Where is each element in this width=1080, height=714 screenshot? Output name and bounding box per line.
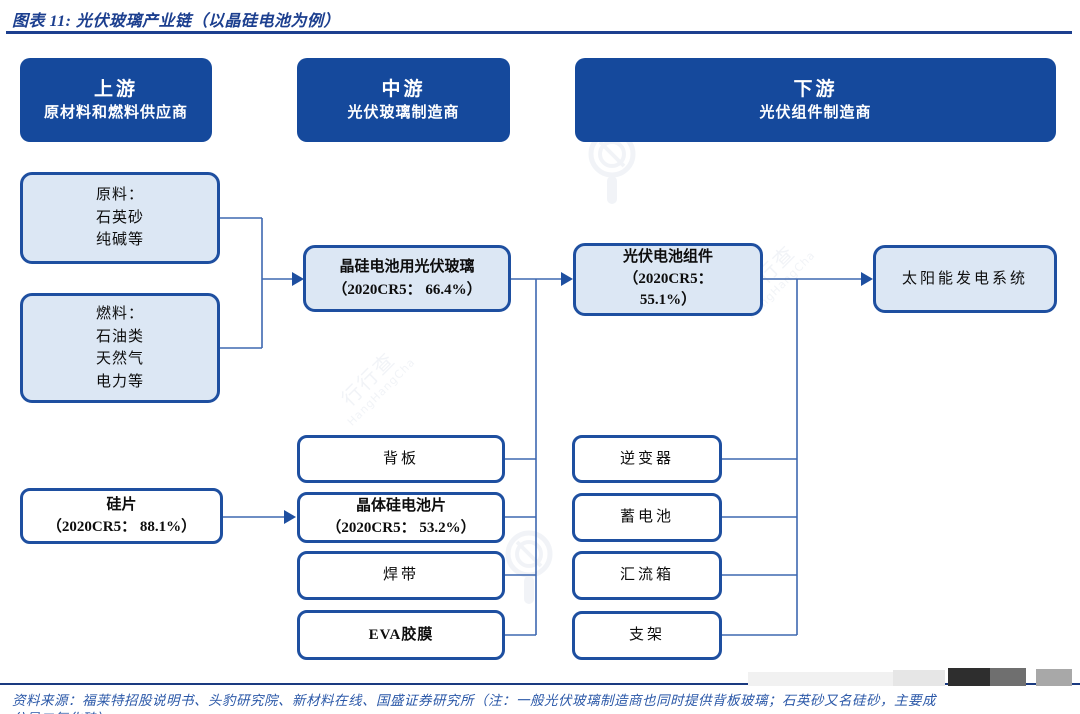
title-divider [6,31,1072,34]
node-pv-glass: 晶硅电池用光伏玻璃 （2020CR5： 66.4%） [303,245,511,312]
header-downstream: 下游 光伏组件制造商 [575,58,1056,142]
node-inverter: 逆变器 [572,435,722,483]
artifact-block [748,672,893,686]
node-solar-system: 太阳能发电系统 [873,245,1057,313]
node-bracket: 支架 [572,611,722,660]
artifact-block [1036,669,1072,686]
header-downstream-title: 下游 [793,78,838,100]
header-midstream-subtitle: 光伏玻璃制造商 [347,105,460,122]
artifact-block [990,668,1026,686]
header-upstream: 上游 原材料和燃料供应商 [20,58,212,142]
header-midstream: 中游 光伏玻璃制造商 [297,58,510,142]
node-crystalline-cell: 晶体硅电池片 （2020CR5： 53.2%） [297,492,505,543]
header-upstream-title: 上游 [93,78,138,100]
node-eva-film: EVA胶膜 [297,610,505,660]
node-solder-ribbon: 焊带 [297,551,505,600]
header-midstream-title: 中游 [381,78,426,100]
source-note-line2: 分是二氧化硅） [12,707,110,714]
footer-divider [0,683,1080,685]
node-raw-materials: 原料： 石英砂 纯碱等 [20,172,220,264]
figure-title: 图表 11: 光伏玻璃产业链（以晶硅电池为例） [12,13,340,30]
node-storage-battery: 蓄电池 [572,493,722,542]
header-upstream-subtitle: 原材料和燃料供应商 [43,105,188,122]
artifact-block [948,668,990,686]
artifact-block [893,670,945,686]
node-combiner-box: 汇流箱 [572,551,722,600]
node-fuel: 燃料： 石油类 天然气 电力等 [20,293,220,403]
node-pv-module: 光伏电池组件 （2020CR5： 55.1%） [573,243,763,316]
source-note-line1: 资料来源：福莱特招股说明书、头豹研究院、新材料在线、国盛证券研究所（注：一般光伏… [12,693,936,708]
node-silicon-wafer: 硅片 （2020CR5： 88.1%） [20,488,223,544]
header-downstream-subtitle: 光伏组件制造商 [759,105,872,122]
arrowheads [284,272,873,524]
node-backsheet: 背板 [297,435,505,483]
